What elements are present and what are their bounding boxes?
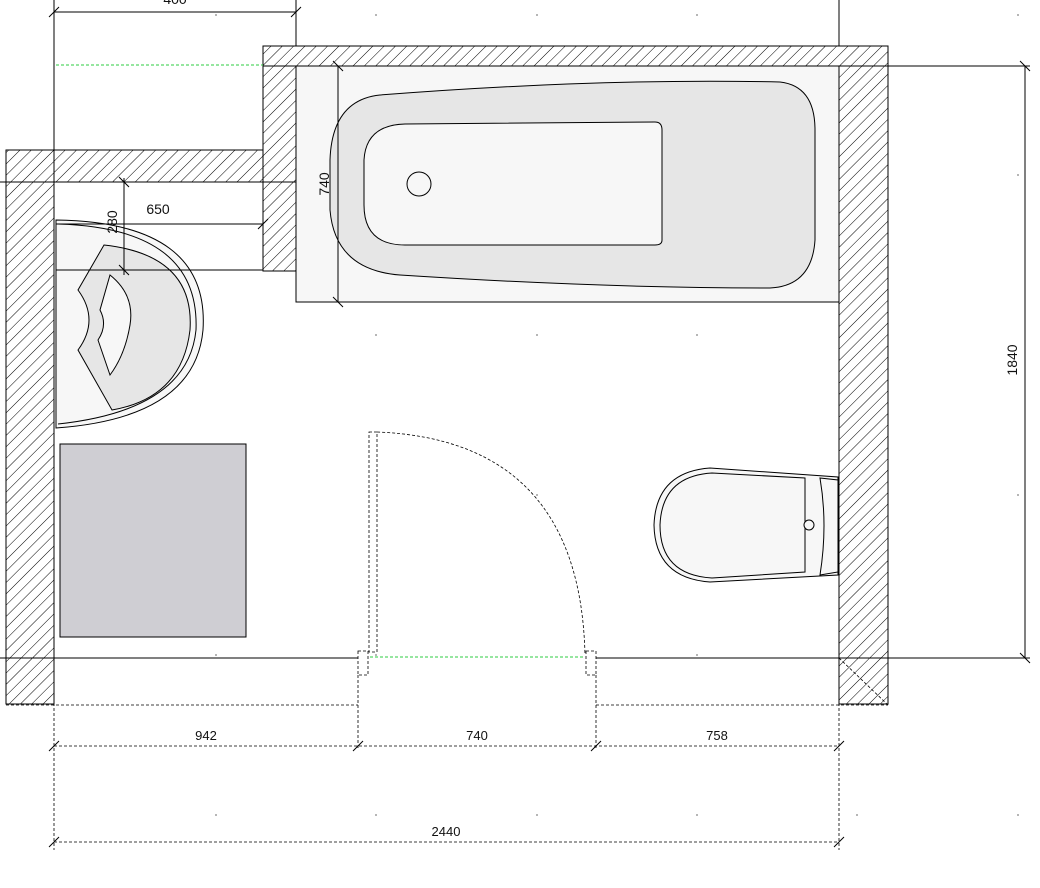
wall-top [262, 45, 889, 67]
dim-basin-depth-label: 280 [104, 210, 120, 234]
dim-bath-width: 740 [316, 60, 344, 308]
wall-left [5, 181, 55, 705]
door-swing-arc [376, 431, 586, 656]
wall-right [838, 65, 889, 705]
washbasin-bowl [77, 244, 191, 411]
washbasin-rim [57, 223, 197, 425]
toilet-flush-icon [803, 519, 815, 531]
door [357, 431, 597, 676]
toilet-seat [659, 472, 806, 579]
toilet-tank [819, 477, 839, 576]
dim-basin-depth: 280 [104, 176, 130, 276]
walls [5, 45, 889, 705]
wall-step [5, 149, 264, 183]
door-jamb-right [585, 650, 597, 676]
guide-lines [0, 0, 1030, 850]
wall-left-upper [262, 65, 297, 272]
dim-top-partial-label: 400 [163, 0, 187, 7]
dim-bath-width-label: 740 [316, 172, 332, 196]
dim-room-depth-label: 1840 [1004, 344, 1020, 375]
bathtub [295, 65, 840, 303]
washbasin [55, 219, 204, 429]
door-jamb-left [357, 650, 369, 676]
bathtub-inner [363, 121, 663, 246]
dim-seg-door-label: 740 [466, 728, 488, 743]
dim-basin-offset-label: 650 [146, 201, 170, 217]
dim-seg-right-label: 758 [706, 728, 728, 743]
dim-total-width-label: 2440 [432, 824, 461, 839]
dim-basin-offset: 650 [56, 201, 269, 271]
washbasin-inner [97, 274, 132, 377]
dim-seg-left-label: 942 [195, 728, 217, 743]
dim-total-width: 2440 [48, 824, 845, 848]
door-leaf [368, 431, 378, 653]
dim-top-partial: 400 [48, 0, 302, 18]
toilet [653, 467, 839, 583]
cabinet [59, 443, 247, 638]
bathtub-drain-icon [406, 171, 432, 197]
dim-room-depth: 1840 [1004, 60, 1031, 664]
dim-bottom-segments: 942 740 758 [48, 728, 845, 752]
